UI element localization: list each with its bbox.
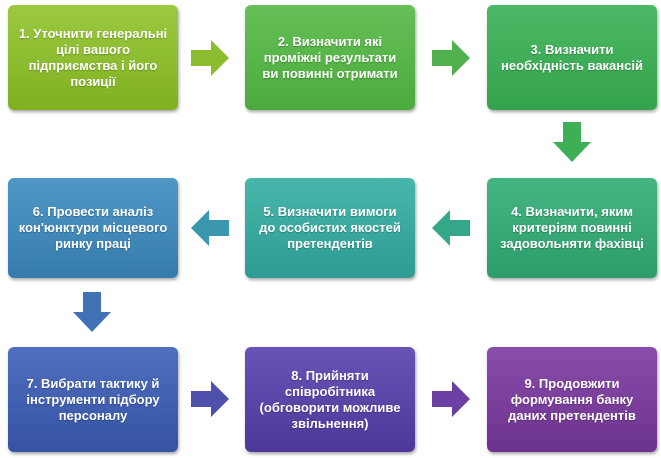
step-6-box: 6. Провести аналіз кон'юнктури місцевого…: [8, 178, 178, 278]
arrow-1-to-2-shape: [191, 40, 229, 76]
arrow-4-to-5-shape: [432, 210, 470, 246]
arrow-2-to-3-icon: [432, 40, 470, 76]
step-2-box: 2. Визначити які проміжні результати ви …: [245, 5, 415, 110]
step-7-box: 7. Вибрати тактику й інструменти підбору…: [8, 347, 178, 452]
arrow-4-to-5-icon: [432, 210, 470, 246]
arrow-8-to-9-icon: [432, 381, 470, 417]
arrow-6-to-7-shape: [73, 292, 111, 332]
arrow-7-to-8-shape: [191, 381, 229, 417]
arrow-6-to-7-icon: [73, 292, 111, 332]
step-4-label: 4. Визначити, яким критеріям повинні зад…: [500, 204, 644, 251]
arrow-3-to-4-shape: [553, 122, 591, 162]
step-6-label: 6. Провести аналіз кон'юнктури місцевого…: [18, 204, 168, 251]
step-5-box: 5. Визначити вимоги до особистих якостей…: [245, 178, 415, 278]
step-3-label: 3. Визначити необхідність вакансій: [501, 41, 643, 73]
step-5-label: 5. Визначити вимоги до особистих якостей…: [259, 204, 401, 251]
step-1-label: 1. Уточнити генеральні цілі вашого підпр…: [18, 25, 168, 89]
arrow-3-to-4-icon: [553, 122, 591, 162]
step-3-box: 3. Визначити необхідність вакансій: [487, 5, 657, 110]
arrow-7-to-8-icon: [191, 381, 229, 417]
step-1-box: 1. Уточнити генеральні цілі вашого підпр…: [8, 5, 178, 110]
step-2-label: 2. Визначити які проміжні результати ви …: [262, 33, 398, 81]
arrow-1-to-2-icon: [191, 40, 229, 76]
arrow-5-to-6-icon: [191, 210, 229, 246]
arrow-8-to-9-shape: [432, 381, 470, 417]
step-4-box: 4. Визначити, яким критеріям повинні зад…: [487, 178, 657, 278]
step-9-box: 9. Продовжити формування банку даних пре…: [487, 347, 657, 452]
arrow-2-to-3-shape: [432, 40, 470, 76]
step-8-box: 8. Прийняти співробітника (обговорити мо…: [245, 347, 415, 452]
arrow-5-to-6-shape: [191, 210, 229, 246]
step-8-label: 8. Прийняти співробітника (обговорити мо…: [259, 367, 401, 431]
step-7-label: 7. Вибрати тактику й інструменти підбору…: [26, 375, 160, 423]
step-9-label: 9. Продовжити формування банку даних пре…: [508, 375, 636, 423]
